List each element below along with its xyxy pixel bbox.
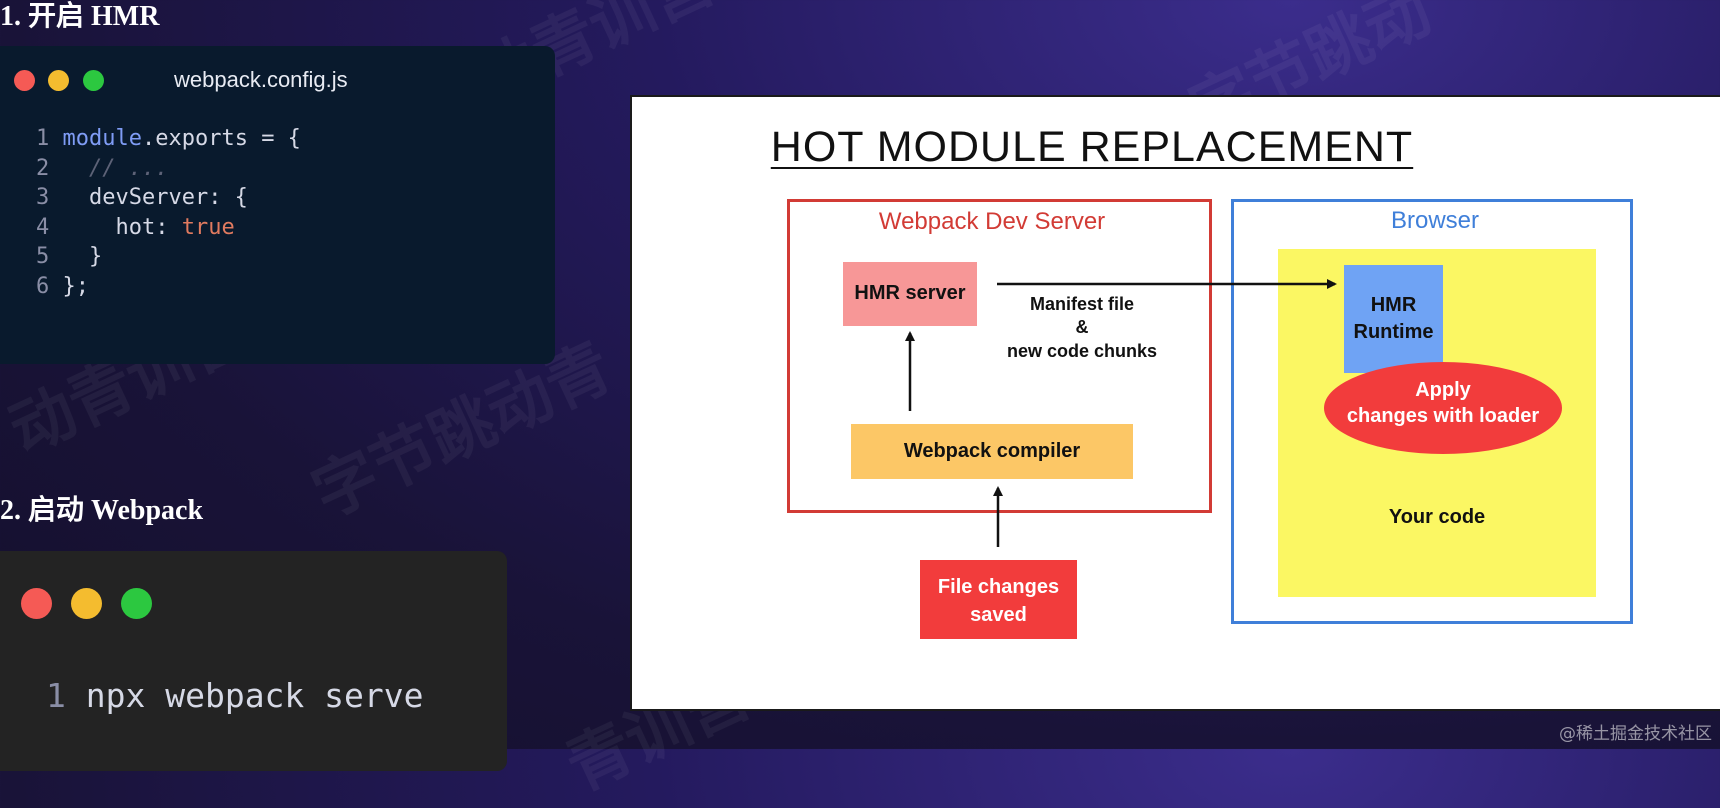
- compiler-label: Webpack compiler: [903, 440, 1081, 462]
- editor-filename: webpack.config.js: [174, 67, 348, 92]
- line-number: 4: [36, 214, 50, 240]
- code-token: .exports = {: [141, 126, 301, 151]
- code-line: 5 }: [36, 244, 102, 269]
- code-token: };: [62, 273, 90, 299]
- hmr-runtime-label-2: Runtime: [1353, 321, 1434, 343]
- apply-changes-ellipse: [1324, 362, 1562, 454]
- line-number: 1: [36, 126, 50, 151]
- apply-changes-label-1: Apply: [1415, 379, 1471, 401]
- hmr-server-label: HMR server: [854, 282, 966, 304]
- minimize-dot-icon[interactable]: [48, 70, 69, 91]
- file-changes-label-1: File changes: [937, 576, 1060, 598]
- hmr-diagram-slide: HOT MODULE REPLACEMENT Webpack Dev Serve…: [630, 95, 1720, 711]
- minimize-dot-icon[interactable]: [71, 588, 102, 619]
- config-editor-window: webpack.config.js 1 module.exports = { 2 …: [0, 46, 555, 364]
- file-changes-box: [920, 560, 1077, 639]
- compiler-box: [851, 424, 1133, 479]
- line-number: 2: [36, 155, 50, 181]
- section-1-heading: 1. 开启 HMR: [0, 1, 160, 32]
- dev-server-box: [787, 199, 1212, 513]
- footer-credit: @稀土掘金技术社区: [1559, 724, 1712, 744]
- line-number: 3: [36, 185, 50, 210]
- hmr-runtime-label-1: HMR: [1370, 294, 1417, 316]
- your-code-label: Your code: [1388, 506, 1486, 528]
- dev-server-label: Webpack Dev Server: [878, 208, 1106, 235]
- code-token: true: [181, 214, 235, 240]
- browser-box: [1231, 199, 1633, 624]
- line-number: 1: [46, 676, 66, 715]
- section-2-heading: 2. 启动 Webpack: [0, 495, 204, 526]
- hmr-runtime-box: [1344, 265, 1443, 373]
- manifest-label-1: Manifest file: [1029, 294, 1135, 314]
- maximize-dot-icon[interactable]: [83, 70, 104, 91]
- line-number: 6: [36, 273, 50, 299]
- code-line: 6 };: [36, 274, 89, 299]
- browser-label: Browser: [1390, 207, 1480, 234]
- code-token: }: [62, 244, 103, 269]
- manifest-label-2: &: [1075, 317, 1089, 337]
- apply-changes-label-2: changes with loader: [1346, 405, 1540, 427]
- diagram-title: HOT MODULE REPLACEMENT: [770, 123, 1414, 171]
- close-dot-icon[interactable]: [14, 70, 35, 91]
- terminal-window: 1 npx webpack serve: [0, 551, 507, 771]
- hmr-server-box: [843, 262, 977, 326]
- maximize-dot-icon[interactable]: [121, 588, 152, 619]
- code-token: npx webpack serve: [85, 676, 424, 715]
- code-line: 1 npx webpack serve: [46, 676, 424, 715]
- code-token: module: [62, 126, 142, 151]
- close-dot-icon[interactable]: [21, 588, 52, 619]
- code-line: 2 // ...: [36, 156, 168, 181]
- line-number: 5: [36, 244, 50, 269]
- code-token: devServer: {: [62, 185, 248, 210]
- code-token: hot:: [62, 214, 182, 240]
- code-line: 3 devServer: {: [36, 185, 248, 210]
- manifest-label-3: new code chunks: [1006, 341, 1158, 361]
- code-token: // ...: [62, 155, 169, 181]
- file-changes-label-2: saved: [970, 604, 1027, 626]
- code-line: 4 hot: true: [36, 215, 235, 240]
- code-line: 1 module.exports = {: [36, 126, 301, 151]
